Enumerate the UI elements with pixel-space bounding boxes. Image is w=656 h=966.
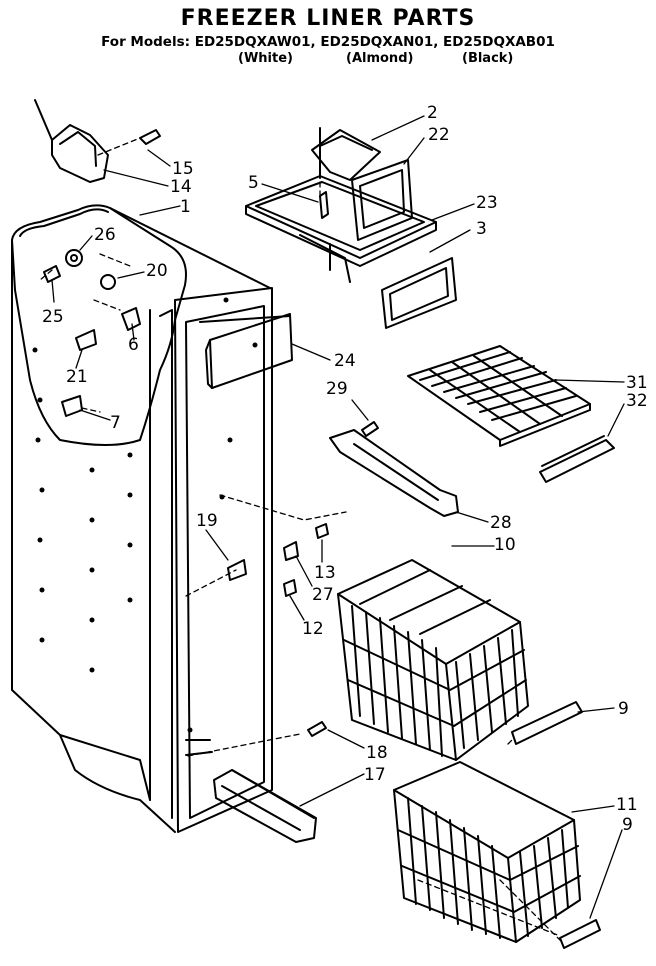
part-11-lower-basket bbox=[393, 761, 581, 943]
part-14-bracket bbox=[34, 99, 109, 183]
callout-32: 32 bbox=[626, 391, 648, 411]
part-32-shelf-trim bbox=[539, 435, 615, 483]
callout-29: 29 bbox=[326, 379, 348, 399]
part-10-upper-basket bbox=[337, 559, 529, 761]
callout-31: 31 bbox=[626, 373, 648, 393]
callout-6: 6 bbox=[128, 335, 139, 355]
callout-9-lower: 9 bbox=[622, 815, 633, 835]
callout-17: 17 bbox=[364, 765, 386, 785]
part-20-bulb bbox=[100, 274, 116, 290]
part-21-holder bbox=[75, 329, 97, 351]
callout-28: 28 bbox=[490, 513, 512, 533]
callout-11: 11 bbox=[616, 795, 638, 815]
callout-14: 14 bbox=[170, 177, 192, 197]
part-6-switch bbox=[121, 307, 141, 331]
part-2-cover bbox=[311, 127, 381, 181]
part-18-screw bbox=[307, 721, 327, 737]
part-9-trim-upper bbox=[511, 701, 583, 745]
callout-20: 20 bbox=[146, 261, 168, 281]
part-9-trim-lower bbox=[559, 919, 601, 949]
callout-labels: 1 2 3 5 6 7 9 9 10 11 12 13 14 15 17 18 … bbox=[42, 103, 648, 835]
liner-mounting-holes bbox=[32, 297, 258, 733]
leader-lines bbox=[51, 115, 625, 919]
diagram-title: FREEZER LINER PARTS bbox=[180, 6, 476, 31]
part-15-screw bbox=[139, 129, 161, 145]
part-12-stop bbox=[283, 579, 297, 597]
part-13-stop bbox=[315, 523, 329, 539]
callout-19: 19 bbox=[196, 511, 218, 531]
part-31-wire-shelf bbox=[407, 345, 591, 447]
callout-27: 27 bbox=[312, 585, 334, 605]
part-26-socket bbox=[65, 249, 83, 267]
model-numbers: For Models: ED25DQXAW01, ED25DQXAN01, ED… bbox=[101, 34, 555, 50]
callout-9-upper: 9 bbox=[618, 699, 629, 719]
callout-24: 24 bbox=[334, 351, 356, 371]
part-25-plug bbox=[43, 265, 61, 283]
part-19-clip bbox=[227, 559, 247, 581]
part-3-lens bbox=[381, 257, 457, 329]
callout-10: 10 bbox=[494, 535, 516, 555]
part-27-bumper bbox=[283, 541, 299, 561]
part-24-trim bbox=[205, 313, 293, 389]
callout-23: 23 bbox=[476, 193, 498, 213]
callout-13: 13 bbox=[314, 563, 336, 583]
assembly-lines bbox=[39, 127, 561, 941]
part-29-screw bbox=[361, 421, 379, 437]
callout-1: 1 bbox=[180, 197, 191, 217]
part-22-panel bbox=[351, 159, 413, 241]
part-7-clip bbox=[61, 395, 83, 417]
part-17-bottom-trim bbox=[213, 769, 317, 843]
finish-white: (White) bbox=[238, 51, 293, 66]
callout-21: 21 bbox=[66, 367, 88, 387]
callout-2: 2 bbox=[427, 103, 438, 123]
callout-7: 7 bbox=[110, 413, 121, 433]
finish-black: (Black) bbox=[462, 51, 514, 66]
part-28-rail bbox=[329, 429, 459, 517]
callout-18: 18 bbox=[366, 743, 388, 763]
callout-3: 3 bbox=[476, 219, 487, 239]
freezer-liner bbox=[11, 204, 291, 833]
part-5-fastener bbox=[319, 191, 329, 219]
callout-26: 26 bbox=[94, 225, 116, 245]
callout-15: 15 bbox=[172, 159, 194, 179]
callout-22: 22 bbox=[428, 125, 450, 145]
callout-5: 5 bbox=[248, 173, 259, 193]
part-23-shelf-frame bbox=[245, 175, 437, 283]
callout-25: 25 bbox=[42, 307, 64, 327]
finish-almond: (Almond) bbox=[346, 51, 414, 66]
callout-12: 12 bbox=[302, 619, 324, 639]
